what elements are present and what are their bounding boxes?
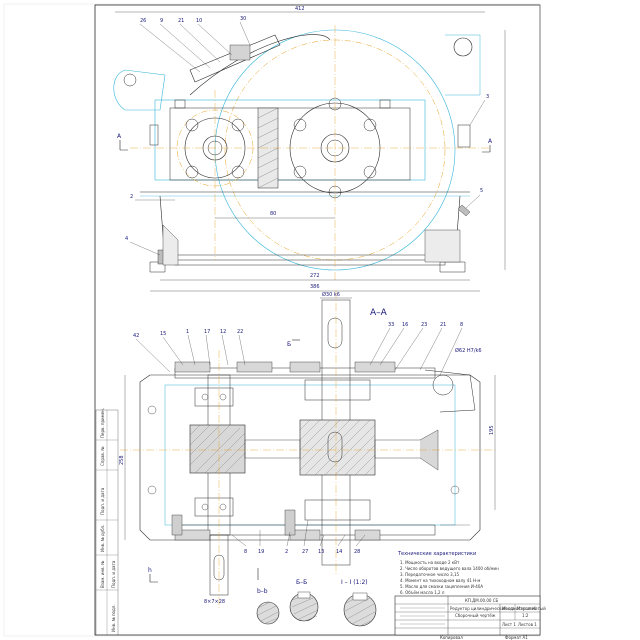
title-sheet: Лист 1 (502, 622, 516, 627)
title-sheets: Листов 1 (518, 622, 537, 627)
stamp-6: Подп. и дата (111, 560, 116, 588)
detail-sections: Б–Б b–b I – I (1:2) h (148, 567, 377, 627)
view-mark-b: Б (287, 341, 291, 348)
svg-text:27: 27 (302, 549, 308, 555)
callouts-bottom: 8 19 2 27 13 14 28 (231, 519, 366, 555)
callouts-top: 42 15 1 17 12 22 33 16 23 21 8 (133, 322, 463, 376)
wheel-hub (299, 419, 376, 476)
svg-text:17: 17 (204, 329, 210, 335)
title-block: КП.ДМ.00.00 СБ Редуктор цилиндрический о… (394, 595, 546, 640)
pinion-teeth (189, 424, 246, 474)
dim-center-distance: 80 (270, 211, 276, 217)
svg-text:28: 28 (354, 549, 360, 555)
housing-body (154, 99, 426, 181)
callout-10: 10 (196, 18, 202, 24)
tech-item-6: 6. Объём масла 1,2 л (400, 590, 445, 595)
stamp-2: Справ. № (100, 447, 105, 466)
title-mass-label: Масса (502, 606, 515, 611)
section-h-mark: h (148, 567, 152, 574)
stamp-3: Подп. и дата (100, 487, 105, 515)
callout-4: 4 (125, 236, 128, 242)
callout-9: 9 (160, 18, 163, 24)
svg-text:13: 13 (318, 549, 324, 555)
svg-text:21: 21 (440, 322, 446, 328)
dim-overall-width: 412 (295, 6, 305, 12)
svg-text:16: 16 (402, 322, 408, 328)
section-a-a-label: A–A (370, 308, 388, 318)
svg-text:12: 12 (220, 329, 226, 335)
callout-2: 2 (130, 194, 133, 200)
title-copied: Копировал (440, 635, 463, 640)
title-scale: 1:2 (522, 613, 529, 618)
dim-plan-depth: 258 (119, 455, 125, 465)
stamp-1: Перв. примен. (100, 408, 105, 438)
callout-3: 3 (486, 94, 489, 100)
dim-bore: Ø62 H7/k6 (455, 347, 482, 354)
dim-plan-width: 195 (489, 425, 495, 435)
dim-key: 8×7×28 (204, 599, 225, 605)
section-mark-right: A (488, 138, 493, 145)
dim-length-to-bolts: 386 (310, 284, 320, 290)
svg-text:23: 23 (421, 322, 427, 328)
tech-item-5: 5. Масло для смазки зацепления И-40А (400, 584, 483, 589)
callout-26: 26 (140, 18, 146, 24)
section-scale-label: I – I (1:2) (341, 579, 368, 586)
svg-text:15: 15 (160, 331, 166, 337)
title-doc-code: КП.ДМ.00.00 СБ (465, 598, 498, 603)
svg-text:42: 42 (133, 333, 139, 339)
front-view: 412 80 272 386 A A 26 9 21 10 30 2 4 5 3 (113, 6, 506, 292)
tech-item-2: 2. Число оборотов ведущего вала 1400 об/… (400, 566, 499, 571)
tech-requirements: Технические характеристики 1. Мощность н… (397, 551, 499, 601)
section-b-b-label: Б–Б (296, 579, 307, 586)
callout-30: 30 (240, 16, 246, 22)
dim-shaft-out: Ø30 k6 (322, 291, 340, 298)
left-stamp: Перв. примен. Справ. № Подп. и дата Инв.… (95, 408, 119, 636)
section-v-v-label: b–b (257, 588, 268, 595)
svg-text:33: 33 (388, 322, 394, 328)
tech-item-1: 1. Мощность на входе 2 кВт (400, 560, 460, 565)
stamp-4: Инв. № дубл. (100, 525, 105, 552)
svg-text:22: 22 (237, 329, 243, 335)
title-name: Редуктор цилиндрический одноступенчатый (450, 606, 546, 611)
title-scale-label: Масштаб (517, 606, 537, 611)
stamp-7: Инв. № подл. (111, 604, 116, 632)
tech-item-4: 4. Момент на тихоходном валу 41 Н·м (400, 578, 480, 583)
tech-item-3: 3. Передаточное число 3,15 (400, 572, 460, 577)
title-subname: Сборочный чертёж (455, 613, 496, 618)
title-format: Формат А1 (505, 635, 528, 640)
outer-border (3, 3, 541, 637)
svg-text:8: 8 (244, 549, 247, 555)
stamp-5: Взам. инв. № (100, 561, 105, 588)
callout-5: 5 (480, 188, 483, 194)
svg-text:14: 14 (336, 549, 342, 555)
plan-view: 258 195 Ø30 k6 Ø62 H7/k6 8×7×28 A–A Б 42… (119, 290, 496, 610)
svg-text:2: 2 (285, 549, 288, 555)
dim-base-length: 272 (310, 273, 320, 279)
svg-text:1: 1 (186, 329, 189, 335)
svg-text:8: 8 (460, 322, 463, 328)
section-mark-left: A (117, 133, 122, 140)
callout-21: 21 (178, 18, 184, 24)
tech-title: Технические характеристики (397, 551, 476, 557)
svg-text:19: 19 (258, 549, 264, 555)
